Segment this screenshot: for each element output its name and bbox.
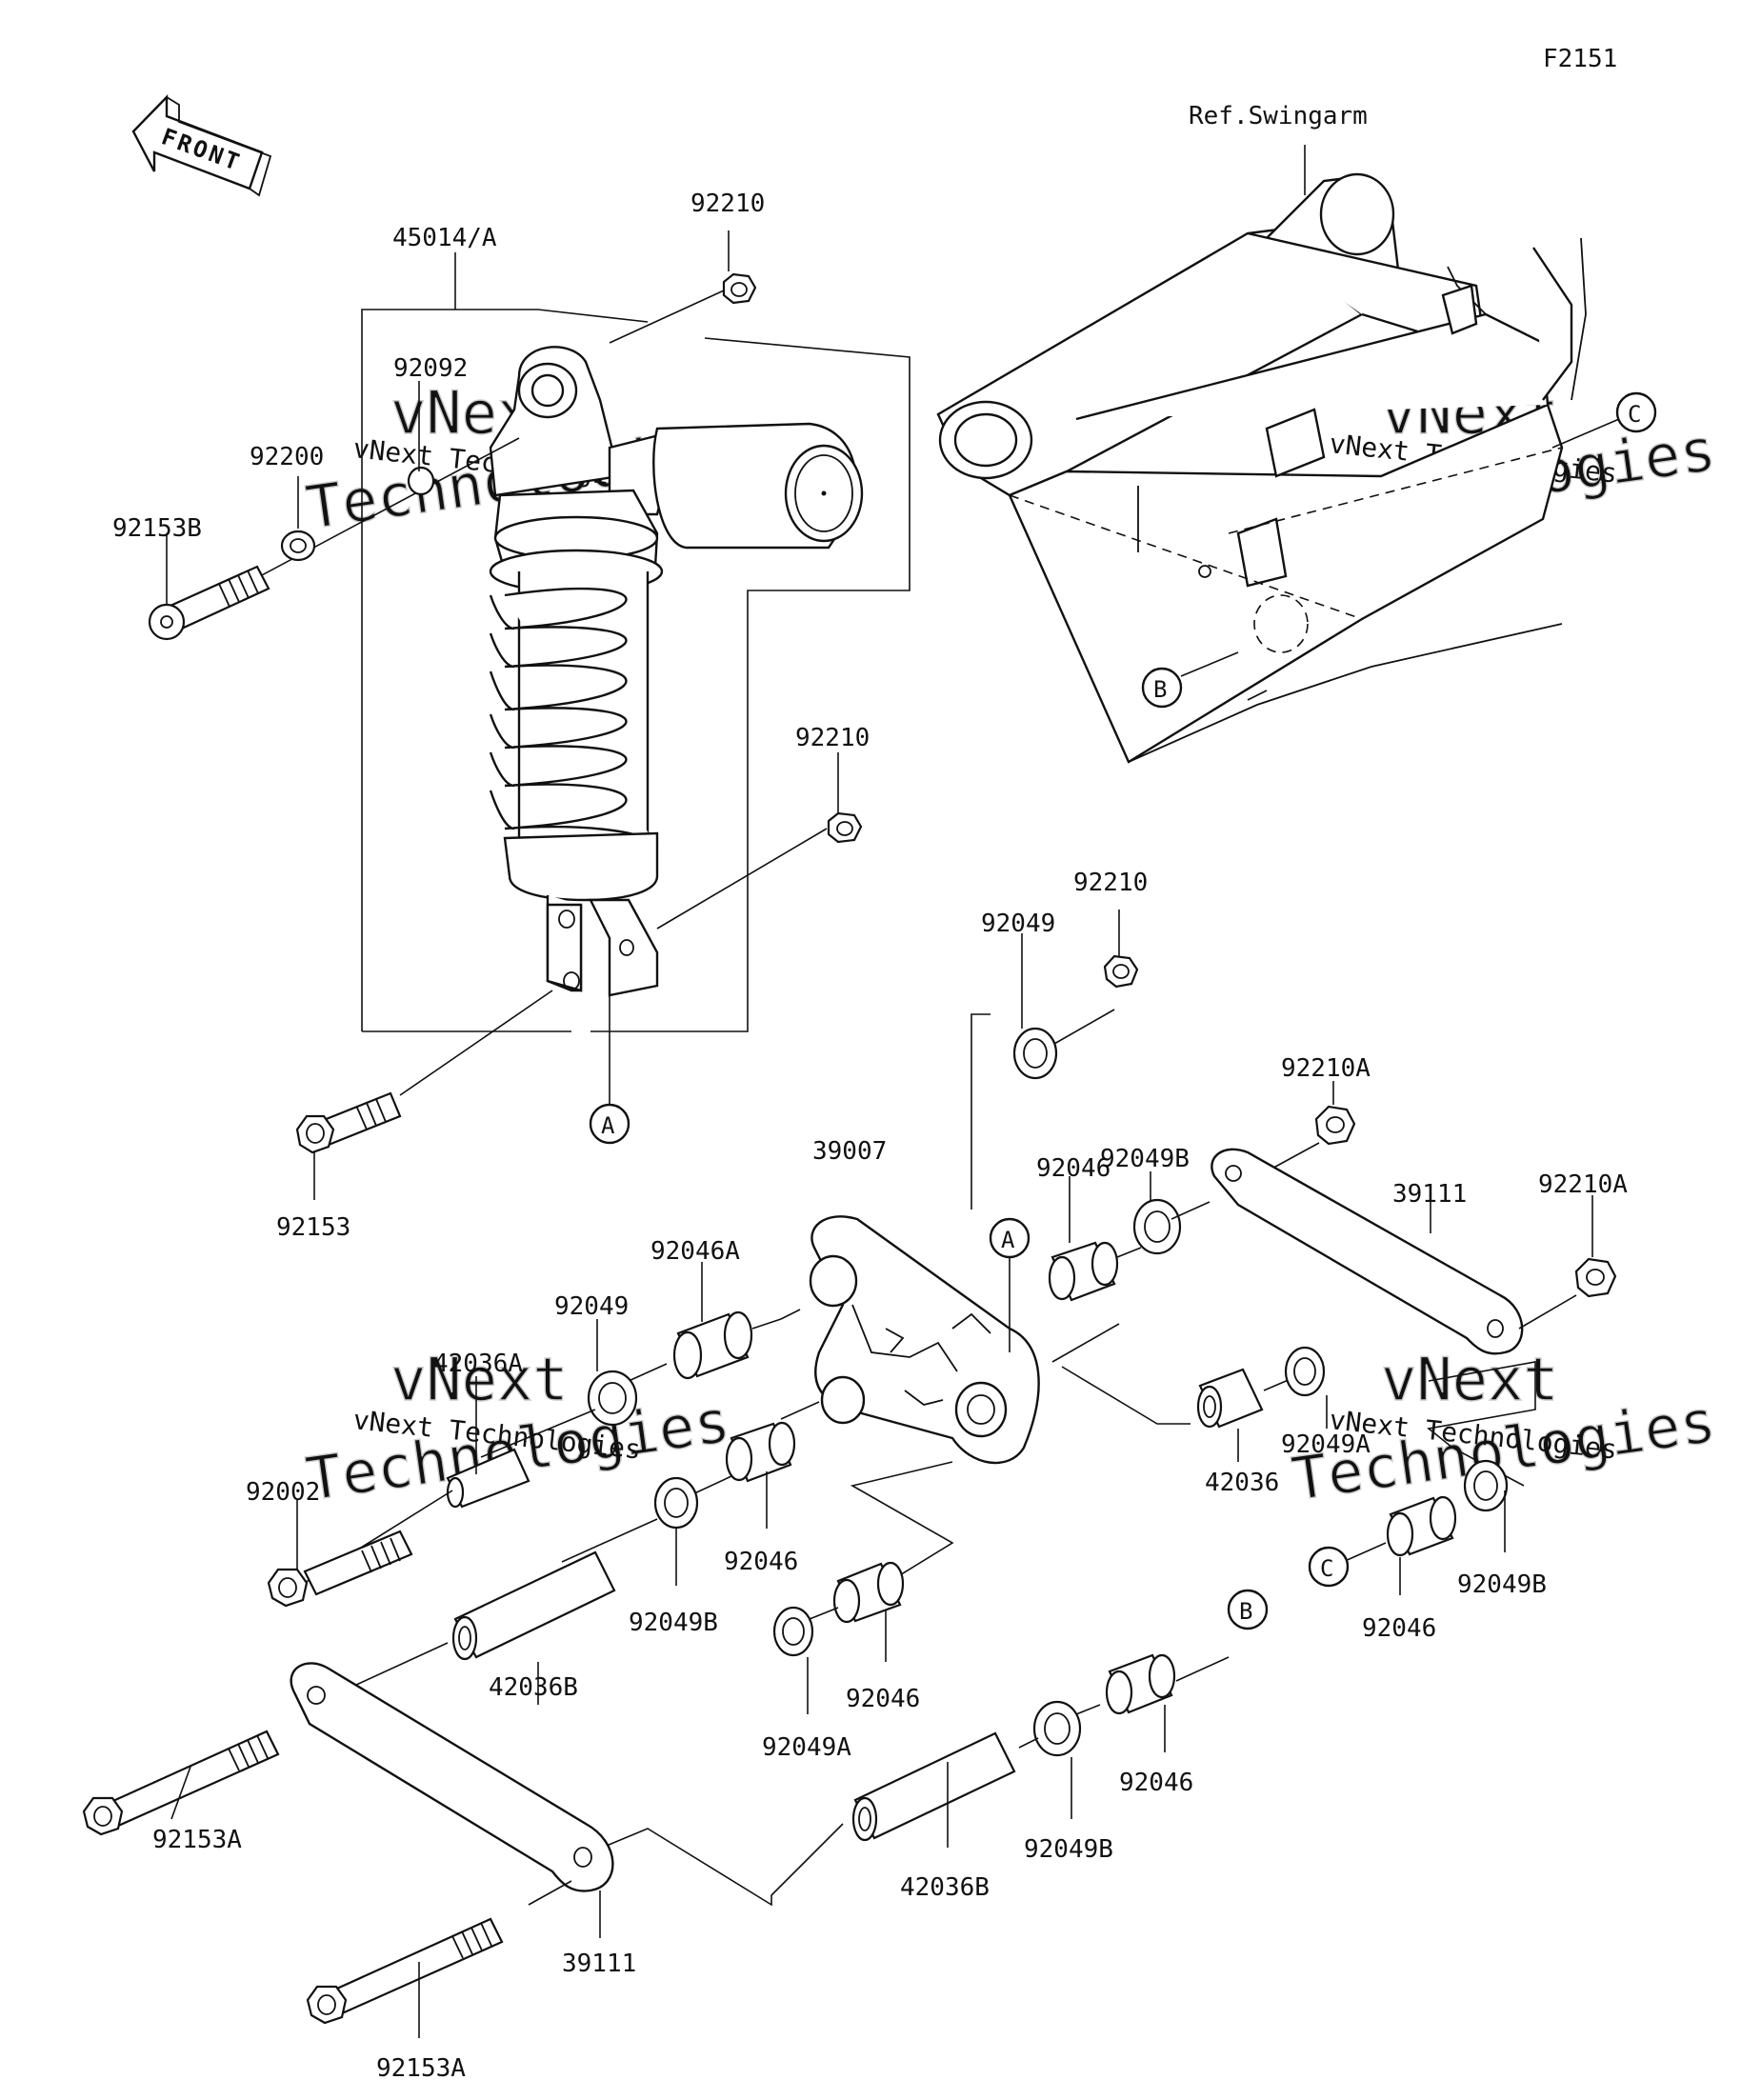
ref-marker-C1: C [1551,391,1657,449]
swingarm-reference: Ref.Swingarm [936,102,1587,764]
callout-92153A-1: 92153A [152,1826,242,1854]
callout-92210-mid: 92210 [795,724,870,752]
callout-92210-top: 92210 [690,190,765,218]
callout-92046-1: 92046 [1036,1154,1111,1183]
front-arrow-icon: FRONT [131,94,272,197]
callout-92046-4: 92046 [846,1685,920,1713]
lower-bearing-set [772,1561,905,1657]
callout-92049B-3: 92049B [1457,1570,1547,1599]
ref-marker-B1: B [1141,651,1239,709]
svg-text:A: A [601,1112,615,1139]
callout-92046-5: 92046 [1119,1769,1193,1797]
collar-42036B-left [353,1550,616,1687]
right-link-hardware [1048,1105,1617,1487]
svg-text:vNext: vNext [1381,1345,1559,1414]
ref-swingarm-label: Ref.Swingarm [1189,102,1368,130]
callout-92049B-2: 92049B [629,1609,718,1637]
bearing-92046A [672,1310,782,1380]
ref-marker-C2: C [1308,1546,1350,1588]
left-pivot-hardware [267,1363,668,1608]
callout-92210A-1: 92210A [1281,1054,1371,1083]
callout-42036B-2: 42036B [900,1873,990,1902]
upper-mount-hardware [148,437,520,641]
callout-39111-right: 39111 [1392,1180,1467,1209]
shock-assembly-box [361,252,911,1032]
svg-text:B: B [1153,676,1167,703]
nut-92210-mid [656,811,863,930]
ref-marker-A1: A [589,990,630,1145]
callout-92200: 92200 [250,443,324,471]
callout-92049B-1: 92049B [1100,1145,1190,1173]
nut-92210-top [609,272,757,344]
ref-marker-A2: A [989,1217,1031,1352]
bottom-right-bearing-set [590,1653,1230,1907]
callout-92153A-2: 92153A [376,2054,466,2083]
callout-92049A-bottom: 92049A [762,1733,851,1762]
callout-92153: 92153 [276,1213,350,1242]
svg-text:C: C [1628,401,1641,428]
callout-92046A: 92046A [650,1237,740,1266]
callout-42036: 42036 [1205,1469,1279,1497]
figure-code: F2151 [1543,45,1617,73]
washer-nut-pair-right [1012,954,1139,1080]
right-lower-bearing-set [1342,1459,1509,1563]
rocker-arm-39007 [809,1215,1040,1465]
callout-92002: 92002 [246,1478,320,1507]
callout-92049A-right: 92049A [1281,1430,1371,1459]
callout-92049-right: 92049 [981,910,1055,938]
callout-92046-2: 92046 [724,1548,798,1576]
callout-labels: 45014/A 92210 92092 92200 92153B 92210 9… [112,190,1628,2083]
callout-42036B-1: 42036B [489,1673,578,1702]
svg-text:vNext: vNext [390,1345,569,1414]
callout-92046-3: 92046 [1362,1614,1436,1643]
callout-92092: 92092 [393,354,468,383]
callout-92210-right: 92210 [1073,869,1148,897]
bolt-92153 [295,990,553,1154]
ref-marker-B2: B [1227,1589,1269,1630]
callout-39007: 39007 [812,1137,887,1166]
lower-link-39111 [82,1662,614,2038]
callout-42036A: 42036A [433,1350,523,1378]
svg-text:A: A [1001,1227,1015,1253]
rocker-lower-hardware [561,1401,820,1563]
callout-92153B: 92153B [112,514,202,543]
watermark-bottom-right: vNext Technologies vNext Technologies [1287,1344,1720,1514]
shock-absorber [489,346,864,997]
callout-92049B-4: 92049B [1024,1835,1113,1864]
callout-39111-bottom: 39111 [562,1950,636,1978]
callout-92049-left: 92049 [554,1292,629,1321]
callout-leaders [166,230,1593,1848]
svg-text:C: C [1320,1555,1333,1582]
callout-45014A: 45014/A [392,224,497,252]
callout-92210A-2: 92210A [1538,1170,1628,1199]
svg-text:B: B [1239,1598,1252,1625]
